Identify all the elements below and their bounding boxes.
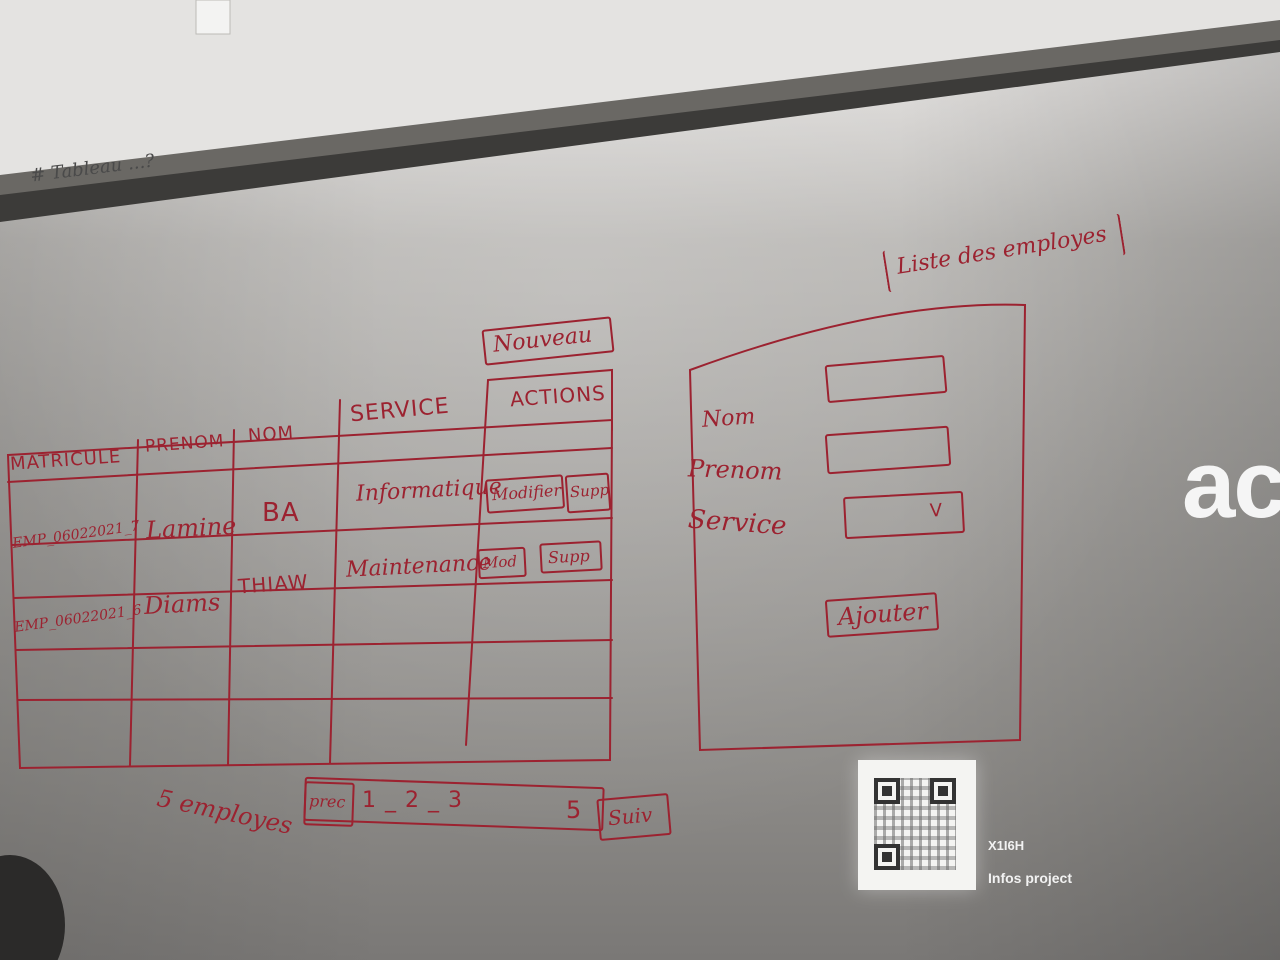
label-prenom: Prenom — [687, 454, 783, 486]
cell-nom-row2: THIAW — [237, 569, 310, 599]
page-numbers[interactable]: 1 _ 2 _ 3 — [362, 788, 463, 813]
cell-prenom-row2: Diams — [143, 588, 221, 620]
modify-label-row1: Modifier — [491, 480, 562, 505]
chevron-down-icon: V — [929, 499, 944, 522]
qr-finder-icon — [874, 778, 900, 804]
projected-code: X1I6H — [988, 838, 1025, 853]
cell-prenom-row1: Lamine — [145, 511, 238, 545]
next-label: Suiv — [606, 802, 654, 831]
qr-finder-icon — [930, 778, 956, 804]
delete-label-row1: Supp — [569, 480, 610, 502]
select-service[interactable]: V — [842, 490, 966, 540]
next-button[interactable]: Suiv — [596, 792, 672, 842]
modify-button-row1[interactable]: Modifier — [484, 474, 566, 514]
projected-logo: ac — [1182, 431, 1280, 538]
prev-label: prec — [308, 791, 346, 812]
cell-nom-row1: BA — [262, 498, 300, 528]
modify-label-row2: Mod — [482, 552, 518, 572]
add-button[interactable]: Ajouter — [824, 592, 940, 638]
new-button-label: Nouveau — [491, 322, 594, 358]
last-page-number[interactable]: 5 — [566, 796, 583, 824]
delete-button-row2[interactable]: Supp — [539, 540, 603, 574]
label-nom: Nom — [701, 404, 757, 433]
projected-caption: Infos project — [988, 870, 1073, 886]
modify-button-row2[interactable]: Mod — [477, 546, 527, 580]
prev-button[interactable]: prec — [303, 781, 355, 827]
delete-label-row2: Supp — [547, 546, 591, 568]
column-header-nom: NOM — [247, 422, 295, 447]
add-label: Ajouter — [837, 596, 929, 632]
qr-finder-icon — [874, 844, 900, 870]
qr-code — [858, 760, 976, 890]
delete-button-row1[interactable]: Supp — [564, 472, 612, 514]
column-header-actions: ACTIONS — [509, 380, 607, 412]
label-service: Service — [687, 504, 788, 542]
